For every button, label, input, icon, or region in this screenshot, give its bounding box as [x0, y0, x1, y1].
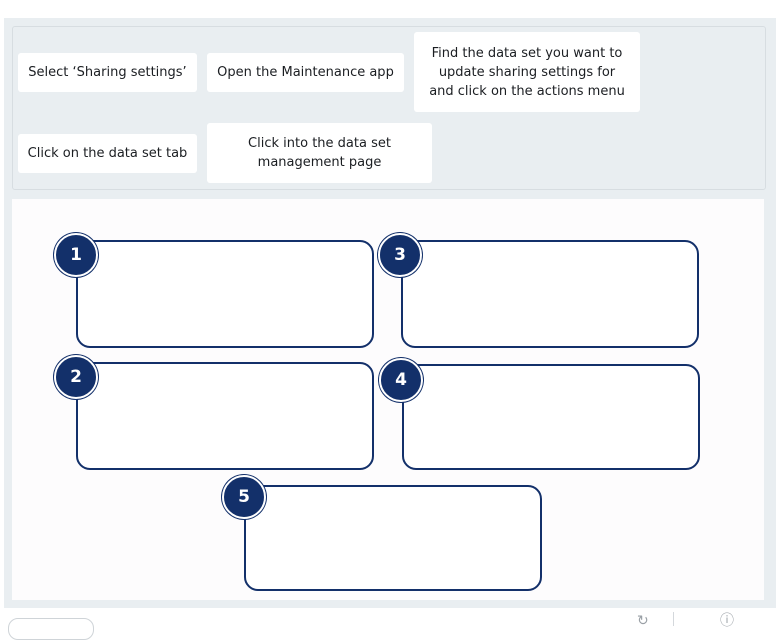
- step-badge-2: 2: [54, 355, 98, 399]
- card-click-into-management-page[interactable]: Click into the data set management page: [207, 123, 432, 183]
- drop-slot-5[interactable]: [244, 485, 542, 591]
- step-badge-1: 1: [54, 233, 98, 277]
- card-label: Open the Maintenance app: [217, 65, 394, 80]
- drop-slot-3[interactable]: [401, 240, 699, 348]
- card-label: Click on the data set tab: [27, 146, 188, 161]
- card-label: Click into the data set management page: [248, 136, 391, 170]
- step-badge-3: 3: [378, 233, 422, 277]
- card-find-data-set[interactable]: Find the data set you want to update sha…: [414, 32, 640, 112]
- step-badge-5: 5: [222, 475, 266, 519]
- toolbar-divider: [673, 612, 674, 626]
- info-icon[interactable]: ⓘ: [720, 613, 734, 629]
- card-click-data-set-tab[interactable]: Click on the data set tab: [18, 134, 197, 173]
- reset-icon[interactable]: ↻: [637, 613, 649, 629]
- drop-slot-2[interactable]: [76, 362, 374, 470]
- drop-slot-4[interactable]: [402, 364, 700, 470]
- card-label: Select ‘Sharing settings’: [28, 65, 187, 80]
- card-open-maintenance-app[interactable]: Open the Maintenance app: [207, 53, 404, 92]
- check-answer-button[interactable]: [8, 618, 94, 640]
- card-select-sharing-settings[interactable]: Select ‘Sharing settings’: [18, 53, 197, 92]
- bottom-toolbar: [0, 608, 784, 626]
- step-badge-4: 4: [379, 358, 423, 402]
- card-label: Find the data set you want to update sha…: [429, 45, 625, 99]
- drop-slot-1[interactable]: [76, 240, 374, 348]
